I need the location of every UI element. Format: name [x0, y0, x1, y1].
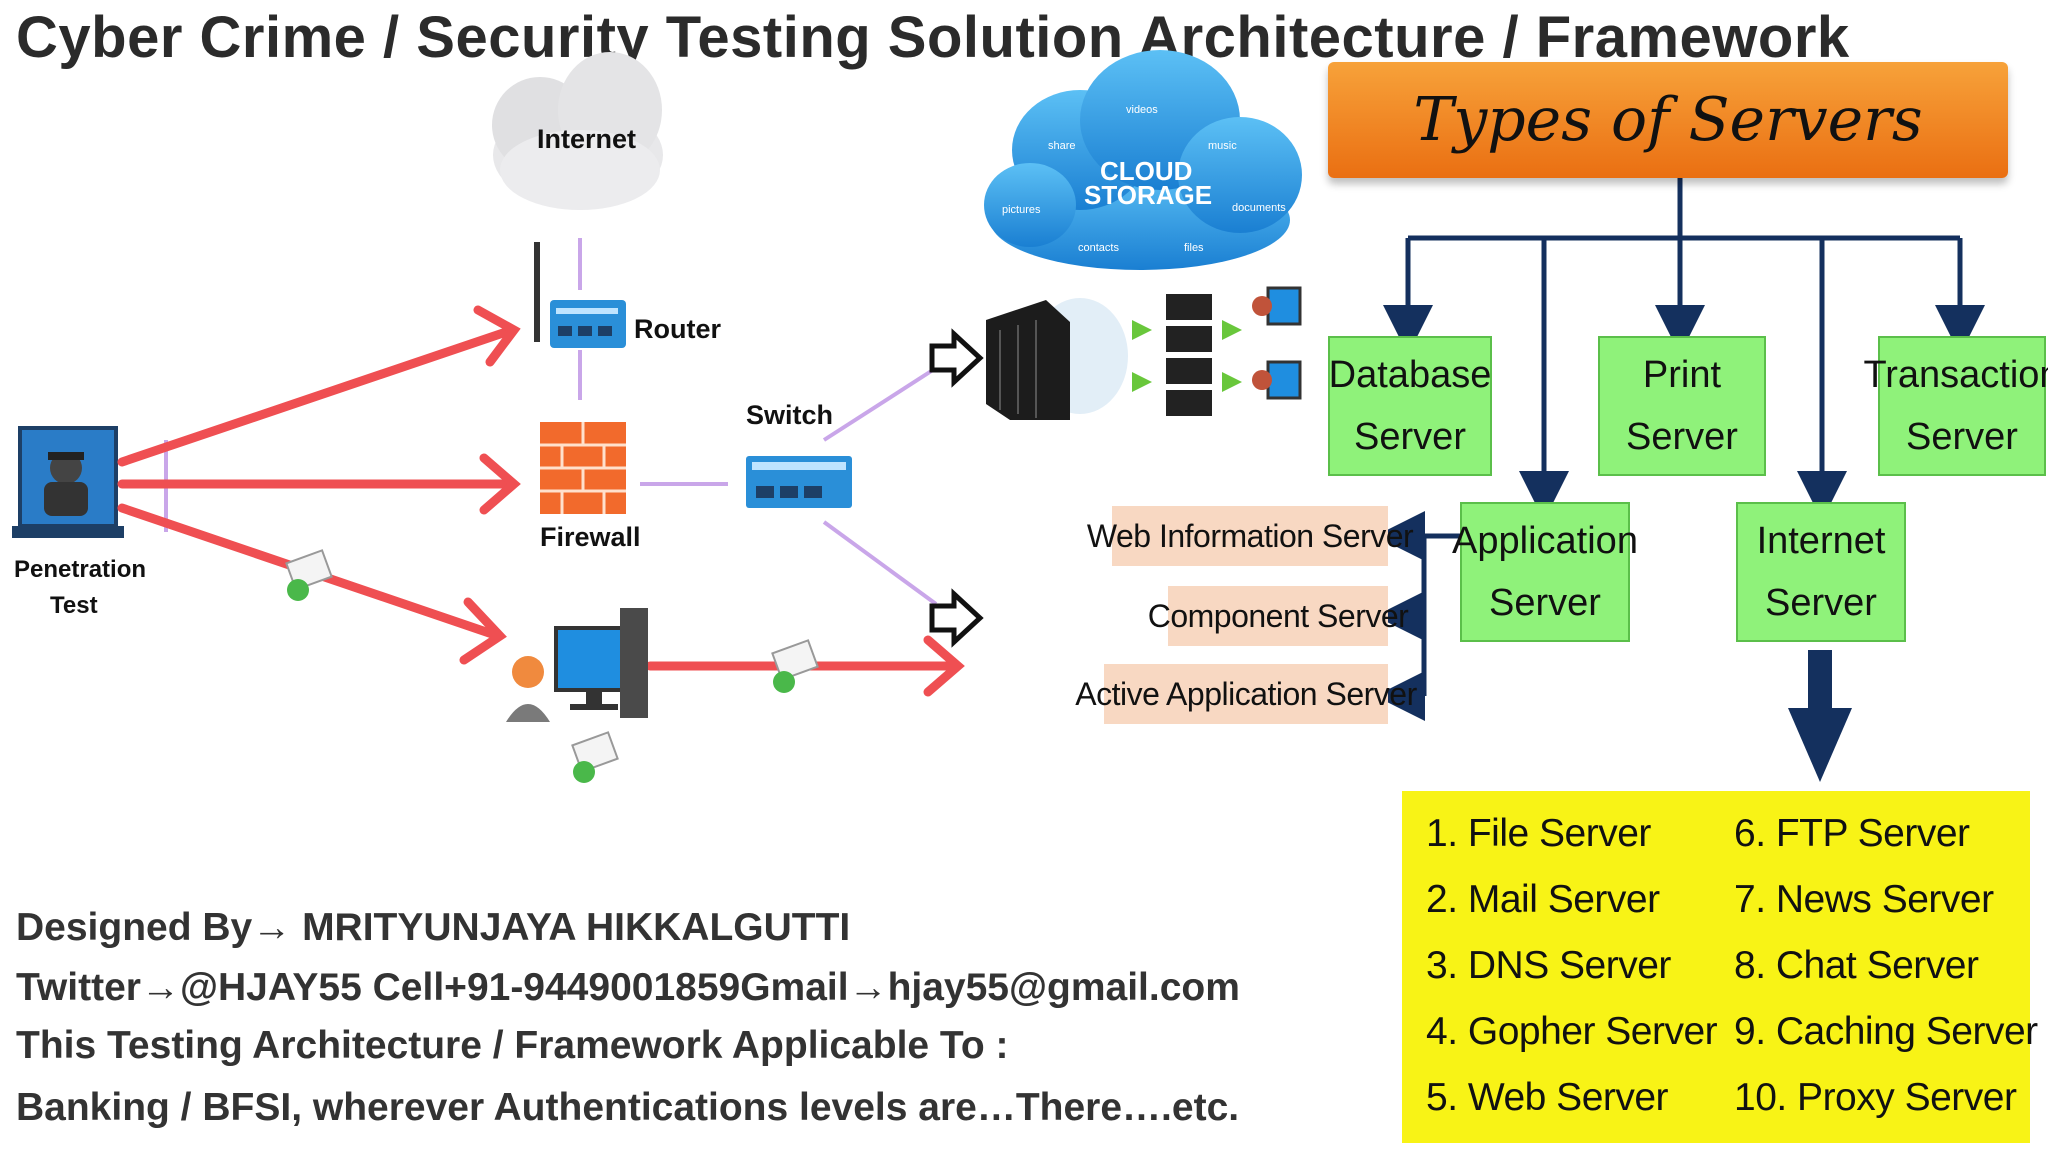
server-rack-icon	[986, 298, 1128, 420]
firewall-icon	[540, 422, 626, 514]
router-label: Router	[634, 314, 721, 344]
application-server-label: Server	[1489, 582, 1601, 624]
component-server-box: Component Server	[1148, 586, 1409, 646]
network-links	[164, 238, 938, 606]
cloud-storage-icon	[984, 50, 1302, 270]
database-server-label: Database	[1328, 354, 1492, 396]
database-server-label: Server	[1354, 416, 1466, 458]
active-application-server-box: Active Application Server	[1075, 664, 1417, 724]
router-icon	[534, 242, 626, 348]
server-stack-icon	[1132, 294, 1242, 416]
server-list-item: 2. Mail Server	[1426, 878, 1660, 921]
down-arrow-icon	[1788, 650, 1852, 782]
malware-envelope-icon	[771, 639, 819, 693]
server-list-item: 6. FTP Server	[1734, 812, 1970, 855]
server-list-item: 1. File Server	[1426, 812, 1651, 855]
application-server-label: Application	[1452, 520, 1638, 562]
cloud-word: documents	[1232, 202, 1286, 214]
internet-server-label: Internet	[1756, 520, 1886, 562]
server-list-item: 9. Caching Server	[1734, 1010, 2038, 1053]
web-information-server-label: Web Information Server	[1086, 517, 1414, 554]
cloud-storage-label: CLOUD	[1100, 156, 1193, 186]
designer-credit: Designed By→ MRITYUNJAYA HIKKALGUTTI	[16, 906, 851, 949]
internet-server-label: Server	[1765, 582, 1877, 624]
hollow-arrow-icon	[929, 328, 984, 388]
cloud-word: share	[1048, 140, 1076, 152]
internet-label: Internet	[537, 124, 637, 154]
server-list-item: 8. Chat Server	[1734, 944, 1979, 987]
print-server-label: Print	[1642, 354, 1722, 396]
component-server-label: Component Server	[1147, 597, 1409, 634]
transaction-server-label: Server	[1906, 416, 2018, 458]
user-workstation-icon	[506, 608, 648, 722]
types-of-servers-title: Types of Servers	[1413, 85, 1923, 155]
switch-icon	[746, 456, 852, 508]
cloud-word: music	[1208, 140, 1237, 152]
server-list-box	[1402, 791, 2030, 1143]
page-title: Cyber Crime / Security Testing Solution …	[16, 5, 1850, 70]
hacker-laptop-icon	[12, 426, 124, 538]
malware-envelope-icon	[571, 731, 619, 783]
applicable-domains: Banking / BFSI, wherever Authentications…	[16, 1086, 1240, 1129]
print-server-label: Server	[1626, 416, 1738, 458]
applicability-text: This Testing Architecture / Framework Ap…	[16, 1024, 1009, 1067]
server-list-item: 10. Proxy Server	[1734, 1076, 2017, 1119]
hollow-arrow-icon	[929, 588, 984, 648]
server-list-item: 4. Gopher Server	[1426, 1010, 1718, 1053]
cloud-word: pictures	[1002, 204, 1041, 216]
web-information-server-box: Web Information Server	[1087, 506, 1414, 566]
pen-test-label: Test	[50, 592, 98, 619]
pen-test-label: Penetration	[14, 556, 147, 583]
types-of-servers-banner: Types of Servers	[1328, 62, 2008, 178]
transaction-server-label: Transaction	[1863, 354, 2048, 396]
cloud-word: contacts	[1078, 242, 1119, 254]
active-application-server-label: Active Application Server	[1075, 675, 1417, 712]
cloud-storage-label: STORAGE	[1084, 180, 1213, 210]
switch-label: Switch	[746, 400, 834, 430]
contact-info: Twitter→@HJAY55 Cell+91-9449001859Gmail→…	[16, 966, 1240, 1009]
user-computer-icon	[1252, 286, 1302, 400]
cloud-word: videos	[1126, 104, 1158, 116]
server-list-item: 7. News Server	[1734, 878, 1994, 921]
firewall-label: Firewall	[540, 522, 641, 552]
cloud-word: files	[1184, 242, 1204, 254]
internet-cloud-icon	[492, 52, 663, 210]
server-list-item: 3. DNS Server	[1426, 944, 1671, 987]
server-tree-connectors	[1375, 178, 1985, 721]
server-list-item: 5. Web Server	[1426, 1076, 1669, 1119]
malware-envelope-icon	[285, 549, 333, 601]
